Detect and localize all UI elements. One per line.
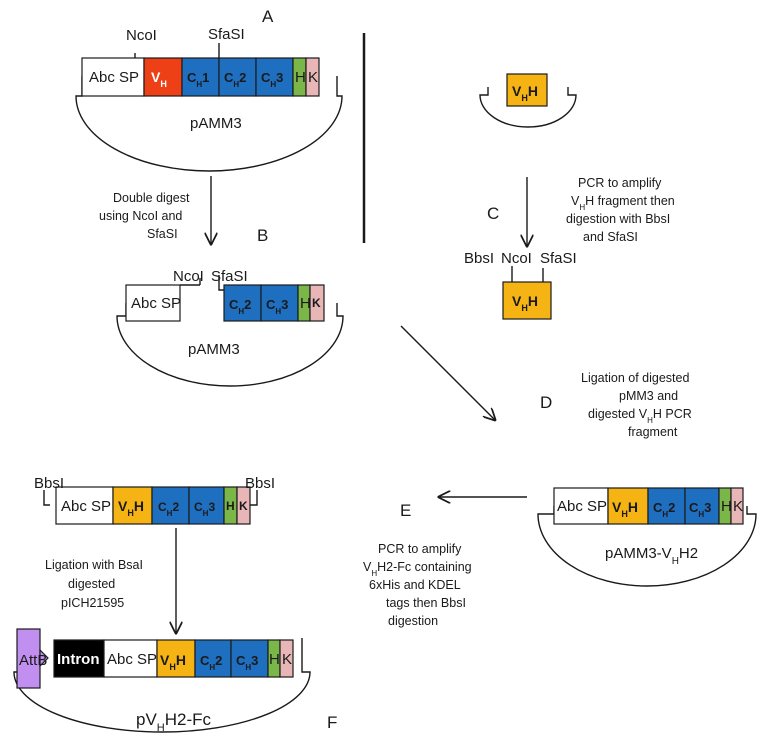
abc-sp-label: Abc SP (89, 69, 139, 86)
kdel-tag-label-d: K (733, 498, 743, 515)
his-tag-label-e: H (226, 499, 235, 513)
abc-sp-label-b: Abc SP (131, 295, 181, 312)
panel-letter-f: F (327, 713, 337, 732)
kdel-tag-label-f: K (282, 651, 292, 668)
step-pcr-fc: PCR to amplify VHH2-Fc containing 6xHis … (363, 542, 475, 628)
panel-letter-a: A (262, 7, 274, 26)
ncoi-label: NcoI (126, 27, 157, 44)
ch2-label-f: CH2 (200, 653, 222, 672)
vhh-pcr-fragment: BbsI NcoI SfaSI VHH (464, 250, 577, 320)
sfasi-label: SfaSI (208, 26, 245, 43)
kdel-tag-label-e: K (239, 499, 248, 513)
vh-segment (143, 57, 183, 97)
attb-label: AttB (19, 652, 47, 669)
plasmid-name-pamm3-vhh2: pAMM3-VHH2 (605, 545, 698, 567)
abc-sp-label-e: Abc SP (61, 498, 111, 515)
vhh-source-plasmid: VHH (479, 73, 577, 128)
ch2-label-b: CH2 (229, 297, 251, 316)
intron-segment (53, 639, 105, 678)
vhh-label-d: VHH (612, 499, 638, 519)
plasmid-name-pamm3-a: pAMM3 (190, 115, 242, 132)
vhh-label-fragment: VHH (512, 293, 538, 313)
plasmid-name-pamm3-b: pAMM3 (188, 341, 240, 358)
kdel-tag-label: K (308, 69, 318, 86)
panel-letter-c: C (487, 204, 499, 223)
sfasi-label-c: SfaSI (540, 250, 577, 267)
his-tag-label-f: H (269, 651, 280, 668)
ch2-label-d: CH2 (653, 500, 675, 519)
arrow-to-ligation-d (400, 325, 495, 420)
bbsi-label-c: BbsI (464, 250, 494, 267)
vhh-label-f: VHH (160, 652, 186, 672)
vhh2-fc-pcr-fragment: BbsI BbsI Abc SP VHH CH2 CH3 H K (34, 475, 275, 525)
kdel-tag-label-b: K (312, 296, 321, 310)
plasmid-pamm3-a: NcoI SfaSI Abc SP VH CH1 CH2 CH3 H K pAM… (75, 26, 343, 172)
ch3-label-e: CH3 (194, 500, 215, 518)
vhh-label-top: VHH (512, 83, 538, 103)
ch3-label-f: CH3 (236, 653, 258, 672)
step-double-digest: Double digest using NcoI and SfaSI (99, 191, 193, 241)
bbsi-label-right: BbsI (245, 475, 275, 492)
ch2-label-e: CH2 (158, 500, 179, 518)
plasmid-pamm3-b: NcoI SfaSI Abc SP CH2 CH3 H K pAMM3 (116, 268, 344, 387)
ch2-label: CH2 (224, 70, 246, 89)
bbsi-label-left: BbsI (34, 475, 64, 492)
sfasi-label-b: SfaSI (211, 268, 248, 285)
panel-letter-d: D (540, 393, 552, 412)
ch3-label-d: CH3 (689, 500, 711, 519)
his-tag-label: H (295, 69, 306, 86)
step-pcr-vhh: PCR to amplify VHH fragment then digesti… (566, 176, 678, 244)
panel-letter-e: E (400, 501, 411, 520)
ch3-label: CH3 (261, 70, 283, 89)
abc-sp-label-f: Abc SP (107, 651, 157, 668)
ch1-label: CH1 (187, 70, 209, 89)
plasmid-pamm3-vhh2: Abc SP VHH CH2 CH3 H K pAMM3-VHH2 (537, 487, 757, 587)
his-tag-label-d: H (721, 498, 732, 515)
step-ligation-d: Ligation of digested pMM3 and digested V… (581, 371, 695, 439)
ch3-label-b: CH3 (266, 297, 288, 316)
abc-sp-label-d: Abc SP (557, 498, 607, 515)
plasmid-pvhh2-fc: AttB Intron Abc SP VHH CH2 CH3 H K pVHH2… (13, 628, 311, 734)
ncoi-label-c: NcoI (501, 250, 532, 267)
ncoi-label-b: NcoI (173, 268, 204, 285)
intron-label: Intron (57, 651, 100, 668)
his-tag-label-b: H (300, 295, 311, 312)
vhh-label-e: VHH (118, 498, 144, 518)
panel-letter-b: B (257, 226, 268, 245)
step-ligation-f: Ligation with BsaI digested pICH21595 (45, 558, 146, 610)
